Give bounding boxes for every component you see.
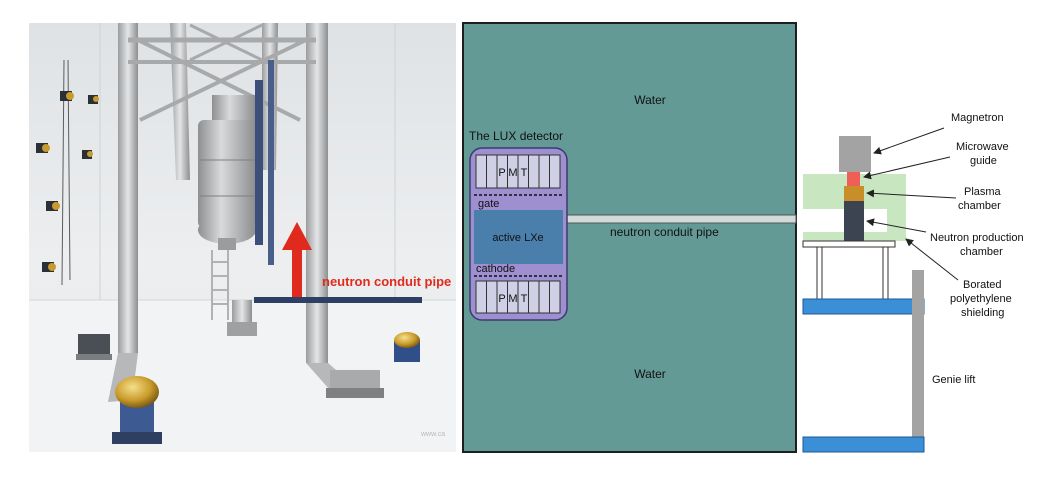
water-tank-diagram: Water Water neutron conduit pipe The LUX…	[462, 22, 797, 453]
red-arrow-shaft	[292, 247, 302, 297]
pmt-top-letter: M	[508, 167, 517, 179]
wall-pmt-icon	[46, 201, 60, 211]
lift-mast	[912, 270, 924, 438]
wall-pmt-icon	[36, 143, 50, 153]
wall-pmt-icon	[60, 91, 74, 101]
pmt-top-letter: T	[521, 167, 528, 179]
shielding-side	[887, 209, 906, 233]
photo-watermark: www.ca	[420, 431, 445, 438]
lift-platform-top	[802, 298, 925, 315]
wall-pmt-icon	[82, 150, 93, 159]
pmt-bottom-letter: T	[521, 293, 528, 305]
table-leg	[882, 246, 889, 300]
wall-pmt-icon	[88, 95, 99, 104]
wall-pmt-icon	[42, 262, 56, 272]
wall-pmt-string	[36, 59, 99, 286]
photo-pipe-label: neutron conduit pipe	[322, 274, 451, 289]
neutron-conduit-pipe	[566, 214, 797, 224]
floor-pmt-icon	[76, 334, 112, 360]
lift-label: Genie lift	[932, 374, 975, 386]
lift-platform-base	[802, 436, 925, 453]
water-label-bottom: Water	[634, 367, 666, 381]
neutron-label-2: chamber	[960, 246, 1003, 258]
red-arrow-icon	[282, 222, 312, 297]
top-pmt-array: P M T	[475, 154, 561, 189]
plasma-chamber-block	[844, 186, 864, 201]
magnetron-block	[839, 136, 871, 172]
cathode-label: cathode	[476, 263, 515, 275]
magnetron-label: Magnetron	[951, 112, 1004, 124]
photo-conduit-pipe	[254, 297, 422, 303]
active-lxe-region	[474, 210, 563, 264]
borated-label-2: polyethylene	[950, 293, 1012, 305]
table-top	[802, 240, 896, 248]
gate-label: gate	[478, 198, 499, 210]
arrow-guide	[863, 156, 951, 180]
lux-detector: P M T gate active LXe cathode	[469, 147, 568, 321]
arrow-neutron	[866, 218, 927, 233]
neutron-label-1: Neutron production	[930, 232, 1024, 244]
arrow-borated	[905, 238, 959, 281]
floor-pmt-icon	[394, 332, 420, 362]
arrow-magnetron	[873, 127, 945, 155]
guide-label-2: guide	[970, 155, 997, 167]
leg-foot	[326, 370, 384, 398]
vertical-pipe	[268, 60, 274, 265]
water-label-top: Water	[634, 93, 666, 107]
guide-label-1: Microwave	[956, 141, 1009, 153]
pmt-bottom-letter: P	[498, 293, 505, 305]
table-leg	[816, 246, 823, 300]
borated-label-3: shielding	[961, 307, 1004, 319]
floor-pmt-icon	[112, 376, 162, 444]
water-tank-photo: neutron conduit pipe www.ca	[29, 23, 456, 452]
active-lxe-label: active LXe	[492, 232, 543, 244]
ladder	[211, 250, 229, 320]
detector-title: The LUX detector	[469, 129, 563, 143]
pmt-bottom-letter: M	[508, 293, 517, 305]
neutron-chamber-block	[844, 201, 864, 242]
pipe-label: neutron conduit pipe	[610, 225, 719, 239]
red-arrow-head	[282, 222, 312, 250]
microwave-guide-block	[847, 172, 860, 186]
vertical-pipe	[255, 80, 263, 245]
support-frame	[108, 23, 350, 402]
pmt-top-letter: P	[498, 167, 505, 179]
bottom-pmt-array: P M T	[475, 280, 561, 314]
plasma-label-2: chamber	[958, 200, 1001, 212]
cryostat	[198, 95, 256, 250]
arrow-plasma	[866, 189, 957, 199]
borated-label-1: Borated	[963, 279, 1002, 291]
neutron-generator-diagram: Magnetron Microwave guide Plasma chamber…	[802, 112, 1024, 453]
plasma-label-1: Plasma	[964, 186, 1002, 198]
